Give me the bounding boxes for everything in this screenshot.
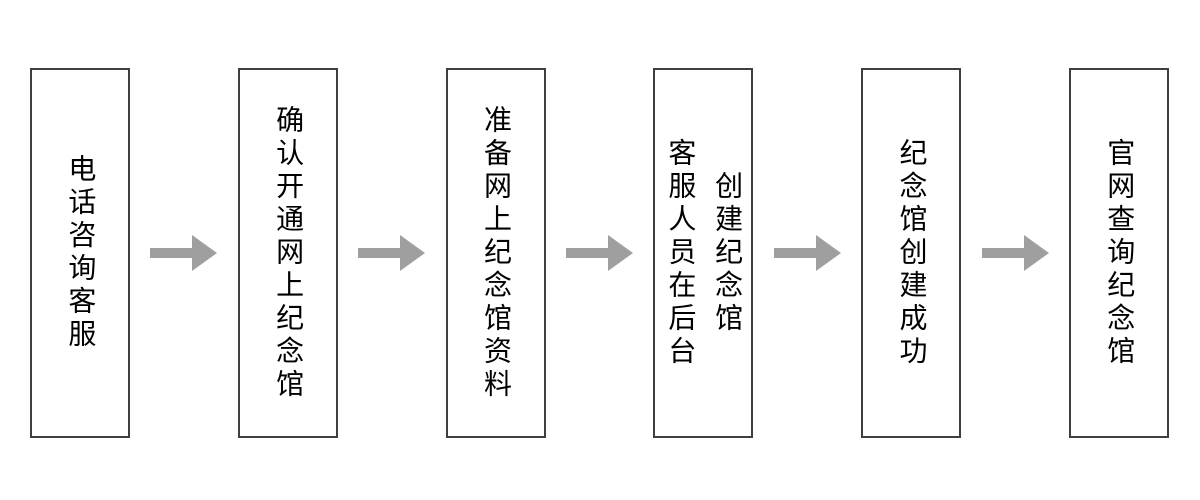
flow-step-label: 准备网上纪念馆资料: [480, 104, 512, 402]
right-arrow-icon: [565, 235, 633, 271]
flow-step-label: 纪念馆创建成功: [896, 137, 928, 369]
flow-step-label: 确认开通网上纪念馆: [273, 104, 305, 402]
flow-step-label-column-2: 创建纪念馆: [712, 170, 744, 336]
flow-step-official-site-query: 官网查询纪念馆: [1068, 68, 1169, 438]
flow-step-prepare-materials: 准备网上纪念馆资料: [445, 68, 546, 438]
right-arrow-icon: [773, 235, 841, 271]
flow-step-confirm-open: 确认开通网上纪念馆: [237, 68, 338, 438]
flow-step-create-success: 纪念馆创建成功: [861, 68, 962, 438]
right-arrow-icon: [981, 235, 1049, 271]
flow-step-label: 官网查询纪念馆: [1104, 137, 1136, 369]
right-arrow-icon: [358, 235, 426, 271]
flow-step-backend-create: 客服人员在后台 创建纪念馆: [653, 68, 754, 438]
right-arrow-icon: [150, 235, 218, 271]
flow-step-phone-consult: 电话咨询客服: [30, 68, 130, 438]
flowchart: 电话咨询客服 确认开通网上纪念馆 准备网上纪念馆资料 客服人员在后台 创建纪念馆: [30, 68, 1169, 438]
flow-step-label: 电话咨询客服: [65, 154, 97, 352]
flow-step-label-column-1: 客服人员在后台: [665, 137, 697, 369]
